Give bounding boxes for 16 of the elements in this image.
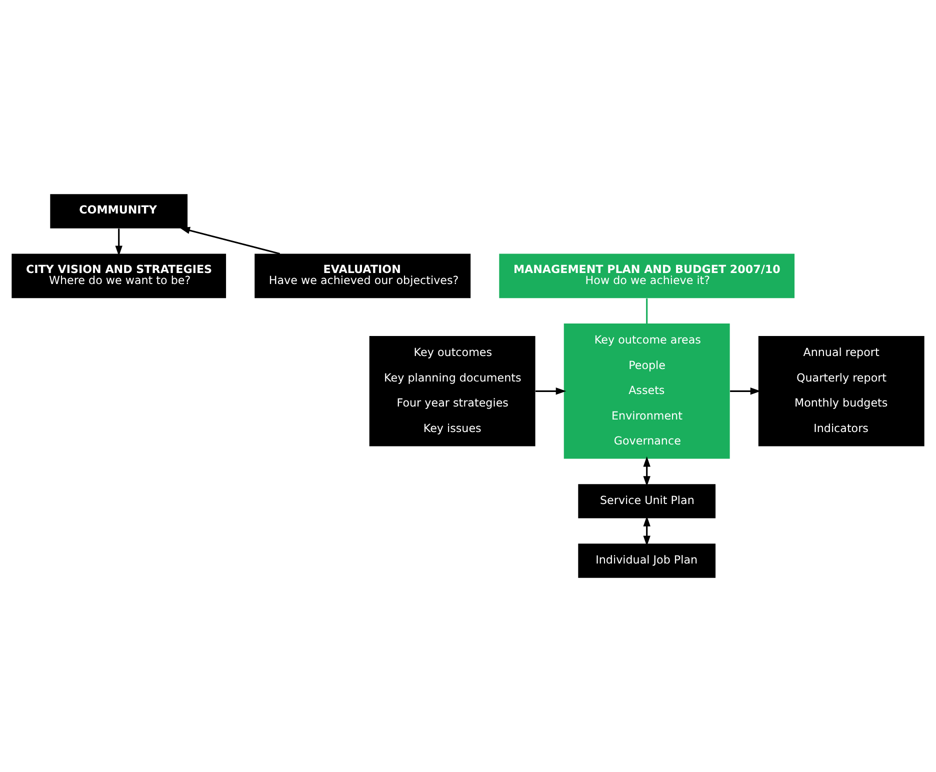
arrow: [180, 226, 280, 254]
node-box: Annual report Quarterly report Monthly budgets Indicators: [758, 336, 924, 446]
arrow: [115, 228, 122, 256]
arrow: [643, 456, 650, 486]
arrow: [536, 388, 566, 395]
node-box: CITY VISION AND STRATEGIES Where do we want to be?: [12, 254, 226, 298]
node-box: Individual Job Plan: [578, 544, 716, 578]
node-box: Service Unit Plan: [578, 484, 716, 518]
node-box: MANAGEMENT PLAN AND BUDGET 2007/10 How do we achieve it?: [499, 254, 795, 298]
arrow: [643, 516, 650, 546]
node-box: COMMUNITY: [50, 194, 188, 228]
node-box: Key outcomes Key planning documents Four year strategies Key issues: [369, 336, 536, 446]
node-box: Key outcome areas People Assets Environment Governance: [564, 324, 730, 459]
connector: [646, 298, 648, 324]
arrow: [730, 388, 761, 395]
node-box: EVALUATION Have we achieved our objectives?: [254, 254, 471, 298]
